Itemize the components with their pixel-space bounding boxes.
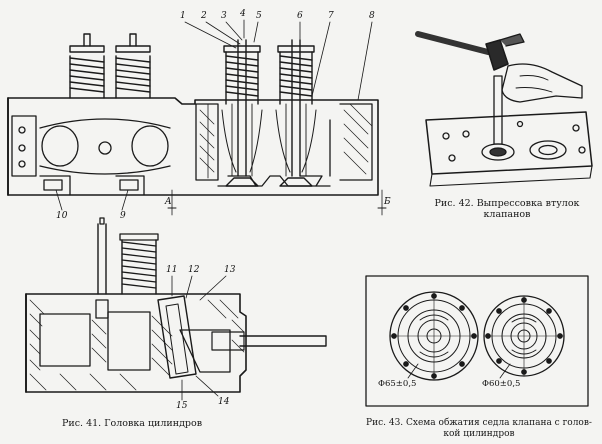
callout-8: 8 bbox=[369, 11, 375, 21]
section-mark-a: A bbox=[165, 197, 172, 207]
valve-seat-scheme-drawing bbox=[365, 275, 589, 407]
callout-3: 3 bbox=[221, 11, 227, 21]
section-mark-b: Б bbox=[384, 197, 391, 207]
dimension-left: Φ65±0,5 bbox=[378, 379, 417, 389]
callout-6: 6 bbox=[297, 11, 303, 21]
figure-43-caption-line-1: Рис. 43. Схема обжатия седла клапана с г… bbox=[366, 418, 592, 428]
cylinder-head-top-drawing bbox=[7, 19, 387, 216]
callout-13: 13 bbox=[224, 265, 236, 275]
callout-2: 2 bbox=[201, 11, 207, 21]
figure-43-caption: Рис. 43. Схема обжатия седла клапана с г… bbox=[362, 418, 596, 440]
callout-7: 7 bbox=[328, 11, 334, 21]
callout-5: 5 bbox=[256, 11, 262, 21]
valve-guide-press-drawing bbox=[415, 31, 593, 187]
callout-11: 11 bbox=[166, 265, 178, 275]
figure-42-caption-line-1: Рис. 42. Выпрессовка втулок bbox=[434, 198, 580, 209]
figure-42-caption-line-2: клапанов bbox=[483, 209, 531, 220]
figure-43-caption-line-2: кой цилиндров bbox=[443, 429, 515, 439]
callout-14: 14 bbox=[218, 397, 230, 407]
cylinder-head-bottom-drawing bbox=[25, 217, 327, 401]
figure-42-caption: Рис. 42. Выпрессовка втулок клапанов bbox=[424, 198, 590, 220]
figure-41-caption: Рис. 41. Головка цилиндров bbox=[62, 418, 203, 429]
callout-15: 15 bbox=[176, 401, 188, 411]
callout-12: 12 bbox=[188, 265, 200, 275]
dimension-right: Φ60±0,5 bbox=[482, 379, 521, 389]
callout-9: 9 bbox=[120, 211, 126, 221]
callout-1: 1 bbox=[180, 11, 186, 21]
callout-10: 10 bbox=[56, 211, 68, 221]
callout-4: 4 bbox=[240, 9, 246, 19]
